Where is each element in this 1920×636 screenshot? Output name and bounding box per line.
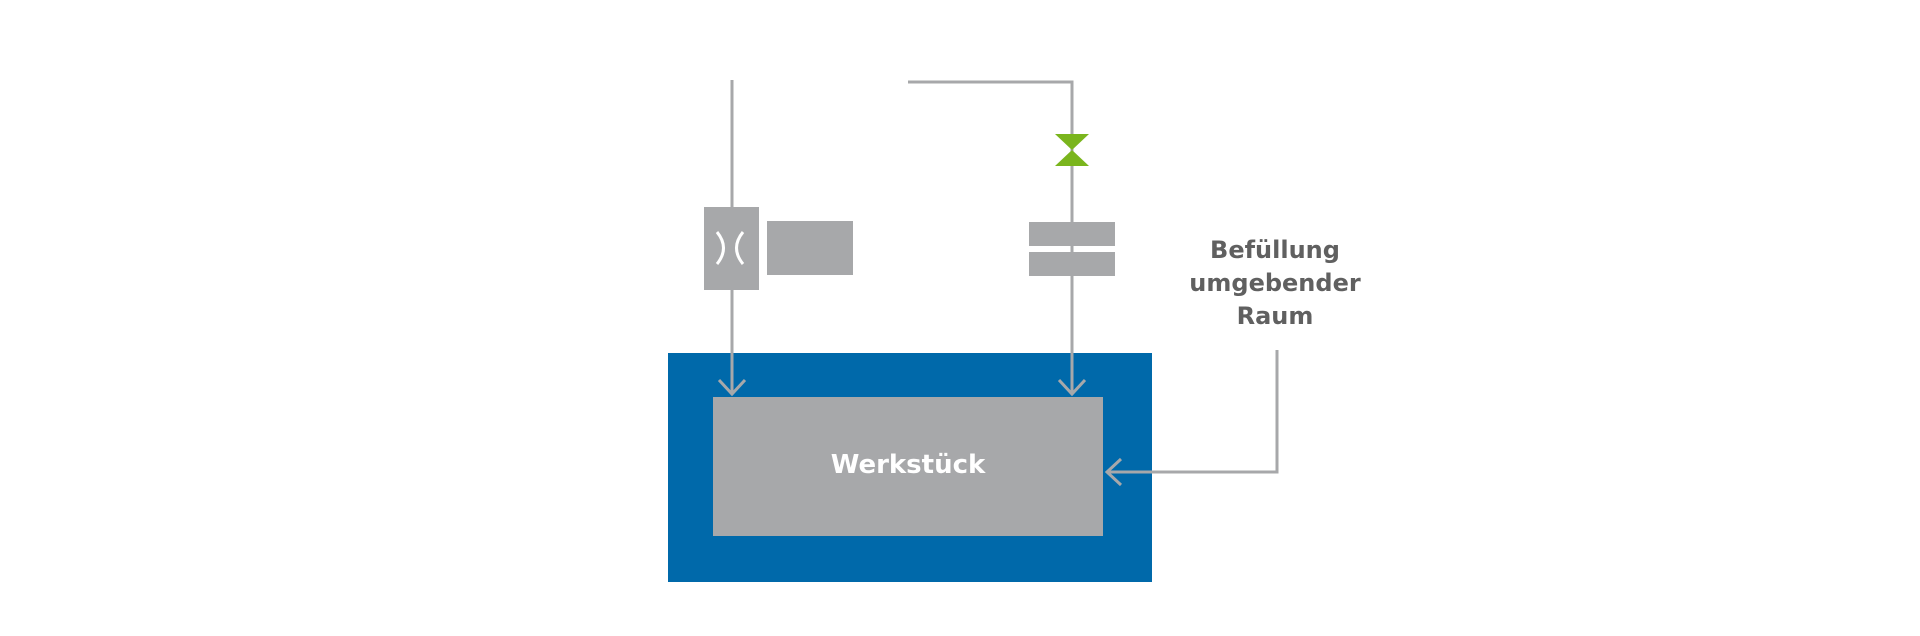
side-filling-label: Befüllung umgebender Raum [1160,234,1390,333]
side-label-line-2: umgebender [1189,269,1361,297]
valve-icon [1055,134,1089,166]
side-arrowhead [1104,457,1123,487]
workpiece-label: Werkstück [830,450,986,480]
measurement-block [767,221,853,275]
side-filling-line [1108,350,1279,474]
left-arrowhead [717,378,747,397]
right-supply-line [908,80,1074,392]
side-label-line-3: Raum [1236,302,1314,330]
flow-restrictor-icon [704,207,759,290]
right-arrowhead [1057,378,1087,397]
split-block-icon [1029,222,1115,276]
workpiece-block [713,397,1103,536]
side-label-line-1: Befüllung [1210,236,1340,264]
